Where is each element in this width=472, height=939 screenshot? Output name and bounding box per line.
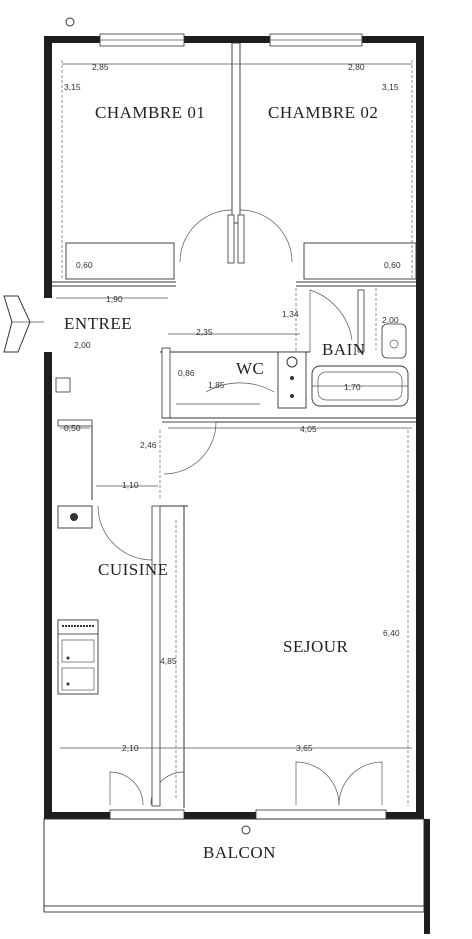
dim-sejour-depth: 6,40 [383,628,400,638]
dim-corridor-depth: 1,34 [282,309,299,319]
dim-entree-width: 1,90 [106,294,123,304]
dim-bain-width: 1,70 [344,382,361,392]
room-label-cuisine: CUISINE [98,560,169,579]
dim-storage-width: 0,50 [64,423,81,433]
dim-cuisine-width: 2,10 [122,743,139,753]
dim-closet2: 0,60 [384,260,401,270]
dim-wc-depth: 0,86 [178,368,195,378]
room-label-bain: BAIN [322,340,366,359]
dim-hall-depth: 2,46 [140,440,157,450]
corner-mark [65,17,75,27]
dim-kitchen-passage: 1,10 [122,480,139,490]
dim-closet1: 0,60 [76,260,93,270]
room-label-chambre-02: CHAMBRE 02 [268,103,378,122]
dim-ch1-depth: 3,15 [64,82,81,92]
dimension-lines [56,60,413,806]
dim-sejour-front: 3,65 [296,743,313,753]
balcony [43,818,430,934]
dim-ch2-width: 2,80 [348,62,365,72]
dim-ch1-width: 2,85 [92,62,109,72]
dim-sejour-width: 4,05 [300,424,317,434]
room-label-balcon: BALCON [203,843,276,862]
room-label-wc: WC [236,359,264,378]
room-label-chambre-01: CHAMBRE 01 [95,103,205,122]
dim-wc-width: 1,85 [208,380,225,390]
room-label-entree: ENTREE [64,314,132,333]
outer-walls [44,36,424,819]
interior-walls [3,42,417,808]
room-label-sejour: SEJOUR [283,637,349,656]
dim-bain-depth: 2,00 [382,315,399,325]
dim-cuisine-depth: 4,85 [160,656,177,666]
dim-entree-depth: 2,00 [74,340,91,350]
windows-top [99,33,363,47]
dim-ch2-depth: 3,15 [382,82,399,92]
dim-corridor-width: 2,35 [196,327,213,337]
